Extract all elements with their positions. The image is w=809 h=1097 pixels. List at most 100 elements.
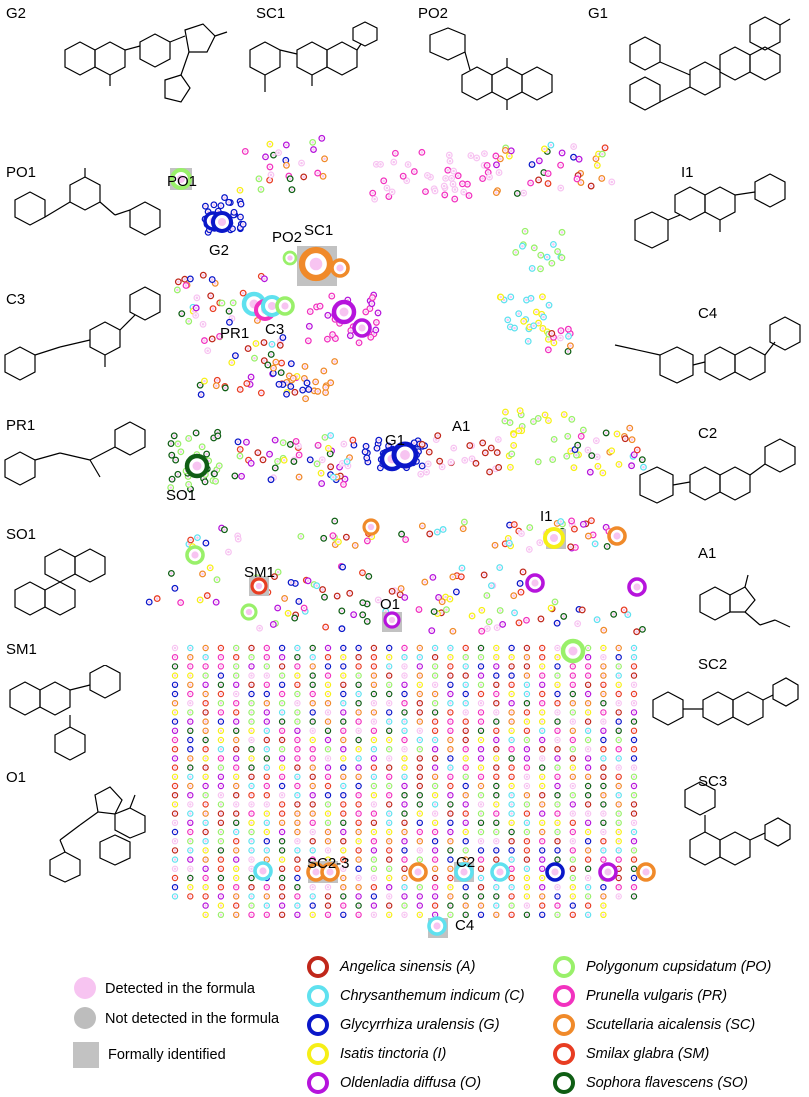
network-node-core (574, 546, 577, 549)
network-node-core (571, 858, 574, 861)
net-label-po1: PO1 (167, 173, 198, 190)
network-node-core (326, 794, 330, 797)
network-node-core (495, 794, 498, 797)
network-node-core (602, 738, 605, 742)
network-node-core (202, 273, 205, 277)
network-node-core (372, 867, 376, 870)
network-node-core (602, 840, 605, 843)
label-c4: C4 (698, 305, 718, 322)
network-node-core (479, 904, 483, 907)
network-node-core (288, 177, 292, 181)
network-node-core (551, 458, 554, 461)
network-node-core (315, 584, 318, 587)
network-node-core (372, 720, 376, 723)
network-node-core (525, 867, 529, 870)
network-node-core (219, 729, 223, 732)
network-node-core (593, 542, 597, 546)
network-node-core (425, 470, 428, 474)
network-node-core (525, 720, 529, 723)
network-node-core (546, 182, 550, 185)
network-node-core (173, 803, 177, 806)
network-node-core (311, 784, 314, 788)
network-node-core (235, 895, 238, 898)
network-node-core (189, 895, 192, 898)
network-node-core (479, 748, 483, 751)
network-node-core (235, 683, 238, 686)
network-node-core (503, 542, 507, 546)
network-node-core (571, 867, 574, 870)
network-node-core (433, 803, 437, 806)
network-node-core (388, 821, 391, 824)
network-node-core (280, 895, 284, 898)
network-node-core (632, 830, 636, 834)
network-node-core (250, 711, 253, 714)
network-node-core (462, 190, 465, 194)
network-node-core (568, 646, 578, 656)
network-node-core (219, 849, 223, 852)
network-node-core (258, 626, 261, 630)
network-node-core (630, 438, 634, 441)
network-node-core (499, 295, 502, 299)
network-node-core (250, 775, 253, 778)
network-node-core (556, 812, 559, 815)
network-node-core (444, 177, 447, 180)
network-node-core (219, 711, 223, 714)
network-node-core (596, 164, 599, 167)
network-node-core (280, 683, 284, 686)
network-node-core (556, 702, 559, 705)
network-node-core (372, 766, 376, 769)
network-node-core (449, 904, 452, 907)
network-node-core (510, 656, 513, 659)
network-node-core (519, 413, 523, 417)
network-node-core (280, 904, 284, 907)
network-node-core (296, 729, 299, 732)
network-node-core (559, 163, 562, 167)
label-po1: PO1 (6, 164, 37, 181)
network-node-core (217, 217, 227, 227)
network-node-core (586, 876, 590, 880)
network-node-core (441, 528, 445, 531)
network-node-core (311, 748, 314, 751)
network-node-core (517, 312, 520, 315)
network-node-core (266, 363, 270, 367)
network-node-core (372, 803, 376, 806)
network-node-core (388, 904, 391, 907)
network-node-core (562, 615, 565, 618)
network-node-core (250, 876, 253, 880)
network-node-core (282, 458, 286, 462)
network-node-core (331, 333, 334, 336)
network-node-core (510, 886, 513, 889)
network-node-core (541, 858, 544, 861)
network-node-core (632, 692, 636, 696)
network-node-core (586, 886, 590, 889)
network-node-core (326, 913, 330, 916)
network-node-core (342, 867, 345, 870)
network-node-core (571, 821, 574, 824)
network-node-core (390, 190, 394, 194)
network-node-core (211, 307, 215, 310)
network-node-core (403, 757, 406, 760)
network-node-core (586, 821, 590, 824)
network-node-core (272, 366, 275, 370)
network-node-core (280, 738, 284, 742)
network-node-core (423, 580, 427, 584)
network-node-core (285, 392, 288, 396)
network-node-core (510, 913, 513, 916)
network-node-core (366, 620, 369, 623)
network-node-core (265, 738, 268, 742)
network-node-core (311, 757, 314, 760)
network-node-core (602, 794, 605, 797)
network-node-core (204, 840, 207, 843)
network-node-core (250, 656, 253, 659)
structure-po1 (14, 168, 161, 236)
network-node-core (176, 442, 180, 446)
network-node-core (318, 304, 322, 308)
network-node-core (353, 544, 357, 547)
network-node-core (602, 674, 605, 677)
network-node-core (342, 775, 345, 778)
network-node-core (541, 720, 544, 723)
network-node-core (546, 172, 550, 175)
structure-c3 (4, 286, 161, 381)
network-node-core (418, 858, 421, 861)
network-node-core (479, 794, 483, 797)
